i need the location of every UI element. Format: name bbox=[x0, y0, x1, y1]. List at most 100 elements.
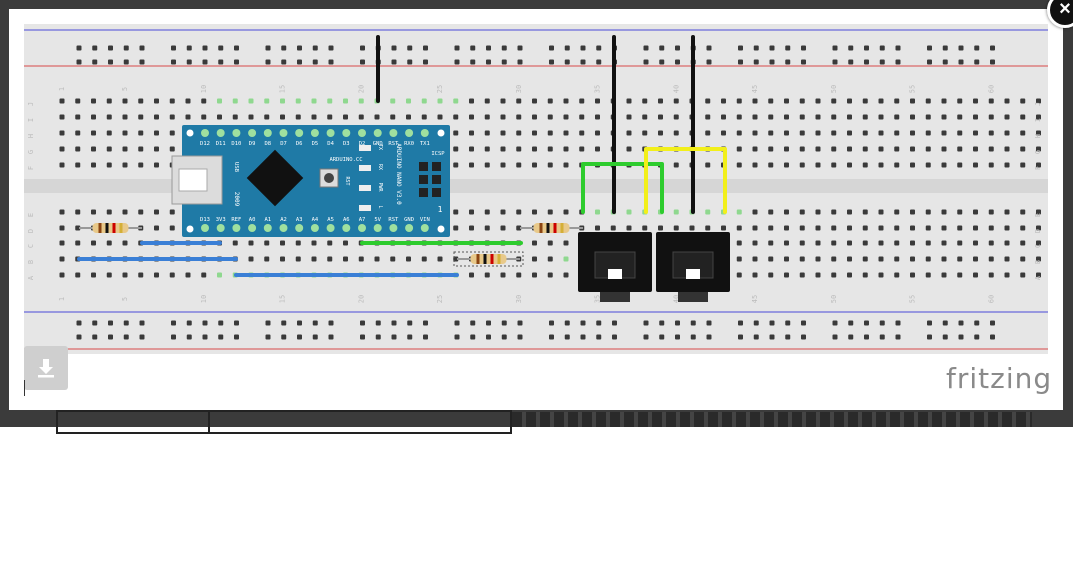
breadboard-hole bbox=[547, 162, 553, 168]
breadboard-hole bbox=[547, 256, 553, 262]
breadboard-hole bbox=[469, 272, 474, 278]
breadboard-hole bbox=[169, 272, 175, 278]
breadboard-hole bbox=[736, 225, 742, 231]
rail-hole bbox=[202, 59, 208, 65]
breadboard-hole bbox=[815, 130, 821, 136]
rail-hole bbox=[564, 320, 570, 326]
rail-hole bbox=[848, 334, 854, 340]
rail-hole bbox=[879, 320, 885, 326]
rail-hole bbox=[391, 334, 397, 340]
breadboard-hole bbox=[815, 162, 821, 168]
breadboard-hole bbox=[595, 146, 600, 152]
rail-hole bbox=[753, 59, 759, 65]
breadboard-hole bbox=[784, 225, 789, 231]
breadboard-hole bbox=[579, 98, 585, 104]
column-label: 50 bbox=[830, 85, 838, 93]
breadboard-hole bbox=[563, 209, 569, 215]
breadboard-hole bbox=[59, 209, 65, 215]
column-label: 10 bbox=[200, 295, 208, 303]
row-label: B bbox=[27, 260, 35, 264]
breadboard-hole bbox=[847, 162, 852, 168]
row-label: D bbox=[27, 229, 35, 233]
rail-hole bbox=[643, 45, 649, 51]
breadboard-hole bbox=[784, 114, 789, 120]
breadboard-hole bbox=[1004, 130, 1010, 136]
arduino-pin-label: D8 bbox=[264, 141, 271, 147]
breadboard-hole bbox=[941, 272, 947, 278]
breadboard-hole bbox=[106, 146, 112, 152]
breadboard-hole bbox=[421, 114, 427, 120]
icsp-pin bbox=[419, 175, 428, 184]
rail-hole bbox=[123, 334, 129, 340]
breadboard-hole bbox=[201, 272, 207, 278]
breadboard-hole bbox=[736, 114, 742, 120]
breadboard-hole bbox=[721, 114, 726, 120]
arduino-pin bbox=[420, 224, 429, 232]
breadboard-hole bbox=[295, 256, 301, 262]
breadboard-hole bbox=[973, 146, 978, 152]
breadboard-hole bbox=[437, 256, 443, 262]
rail-hole bbox=[517, 45, 523, 51]
rail-hole bbox=[879, 59, 885, 65]
breadboard-hole bbox=[295, 114, 301, 120]
resistor-band bbox=[476, 254, 480, 264]
breadboard-hole bbox=[1036, 256, 1041, 262]
breadboard-hole bbox=[831, 114, 837, 120]
breadboard-hole bbox=[500, 225, 506, 231]
rail-hole bbox=[423, 320, 428, 326]
rail-hole bbox=[927, 45, 932, 51]
row-label: J bbox=[1034, 102, 1042, 106]
breadboard-hole bbox=[642, 130, 648, 136]
breadboard-hole bbox=[878, 146, 884, 152]
breadboard-hole bbox=[894, 98, 900, 104]
rail-hole bbox=[297, 334, 302, 340]
breadboard-hole bbox=[138, 162, 144, 168]
breadboard-hole bbox=[957, 256, 963, 262]
breadboard-hole bbox=[453, 209, 459, 215]
breadboard-hole bbox=[799, 114, 805, 120]
arduino-brand-label: ARDUINO.CC bbox=[329, 157, 362, 163]
breadboard-hole bbox=[941, 146, 947, 152]
breadboard-hole bbox=[642, 114, 648, 120]
breadboard-hole bbox=[831, 272, 837, 278]
breadboard-hole bbox=[1020, 130, 1026, 136]
breadboard-hole bbox=[453, 146, 459, 152]
text-cursor bbox=[24, 380, 25, 396]
breadboard-hole bbox=[469, 146, 474, 152]
breadboard-hole bbox=[847, 225, 852, 231]
breadboard-hole bbox=[595, 114, 600, 120]
breadboard-hole bbox=[705, 225, 711, 231]
rail-hole bbox=[958, 334, 964, 340]
rail-hole bbox=[186, 334, 192, 340]
breadboard-hole bbox=[138, 272, 144, 278]
breadboard-hole bbox=[138, 209, 144, 215]
arduino-pin-label: D6 bbox=[296, 141, 303, 147]
breadboard-hole bbox=[815, 240, 821, 246]
breadboard-hole bbox=[973, 209, 978, 215]
breadboard-hole bbox=[500, 114, 506, 120]
download-button[interactable] bbox=[24, 346, 68, 390]
audio-jack-base bbox=[678, 292, 708, 302]
breadboard-hole bbox=[957, 130, 963, 136]
breadboard-hole bbox=[878, 225, 884, 231]
breadboard-hole bbox=[815, 114, 821, 120]
row-label: E bbox=[1034, 213, 1042, 217]
breadboard-hole bbox=[1036, 114, 1041, 120]
breadboard-hole bbox=[705, 162, 711, 168]
breadboard-hole bbox=[453, 114, 459, 120]
arduino-pin-label: 5V bbox=[374, 217, 381, 223]
breadboard-hole bbox=[264, 256, 270, 262]
breadboard-hole bbox=[484, 114, 490, 120]
breadboard-hole bbox=[563, 98, 569, 104]
breadboard-hole bbox=[973, 225, 978, 231]
breadboard-hole bbox=[736, 130, 742, 136]
breadboard-hole bbox=[941, 162, 947, 168]
breadboard-hole bbox=[280, 240, 285, 246]
rail-hole bbox=[92, 45, 98, 51]
breadboard-hole bbox=[327, 240, 333, 246]
breadboard-hole bbox=[721, 98, 726, 104]
arduino-pin-label: GND bbox=[404, 217, 414, 223]
resistor-band bbox=[105, 223, 109, 233]
column-label: 10 bbox=[200, 85, 208, 93]
breadboard-hole bbox=[1004, 256, 1010, 262]
